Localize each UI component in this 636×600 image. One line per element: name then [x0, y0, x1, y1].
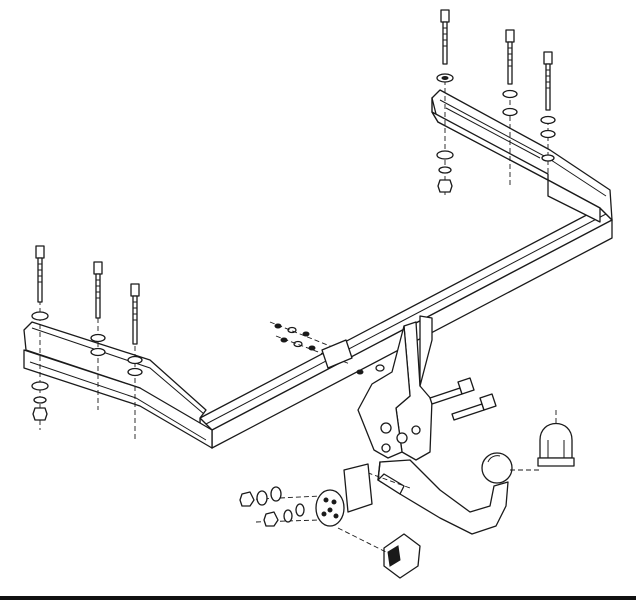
lock-washer — [33, 396, 47, 404]
spacer-plate — [321, 339, 353, 369]
washer — [540, 115, 556, 125]
washer — [31, 381, 49, 391]
tow-ball — [481, 452, 513, 484]
washer — [295, 503, 305, 517]
bolt — [505, 29, 515, 85]
connector-plug — [337, 527, 421, 579]
bolt — [35, 245, 45, 303]
bolt — [543, 51, 553, 111]
washer — [31, 311, 49, 321]
tow-ball-neck — [359, 452, 540, 535]
washer — [127, 367, 143, 377]
washer — [90, 347, 106, 357]
socket-cover-cap — [537, 410, 575, 467]
washer — [270, 486, 282, 502]
washer — [540, 129, 556, 139]
bolt — [130, 283, 140, 345]
right-mounting-bracket — [431, 80, 613, 223]
nut — [32, 407, 48, 421]
nut — [263, 511, 279, 527]
right-bracket-bolts — [436, 9, 556, 193]
bottom-rule — [0, 596, 636, 600]
socket-fasteners — [239, 486, 305, 527]
nut — [437, 179, 453, 193]
washer — [502, 107, 518, 117]
bolt — [93, 261, 103, 319]
washer — [256, 490, 268, 506]
nut — [239, 491, 255, 507]
left-bracket-bolts — [31, 245, 143, 421]
center-hardware — [269, 321, 385, 375]
lock-washer — [438, 166, 452, 174]
drop-bracket — [357, 315, 433, 461]
washer — [127, 355, 143, 365]
washer — [90, 333, 106, 343]
left-mounting-bracket — [23, 300, 213, 449]
washer — [283, 509, 293, 523]
washer — [436, 150, 454, 160]
washer — [502, 89, 518, 99]
bolt — [440, 9, 450, 65]
bracket-bolts — [429, 377, 497, 421]
lock-washer — [541, 154, 555, 162]
